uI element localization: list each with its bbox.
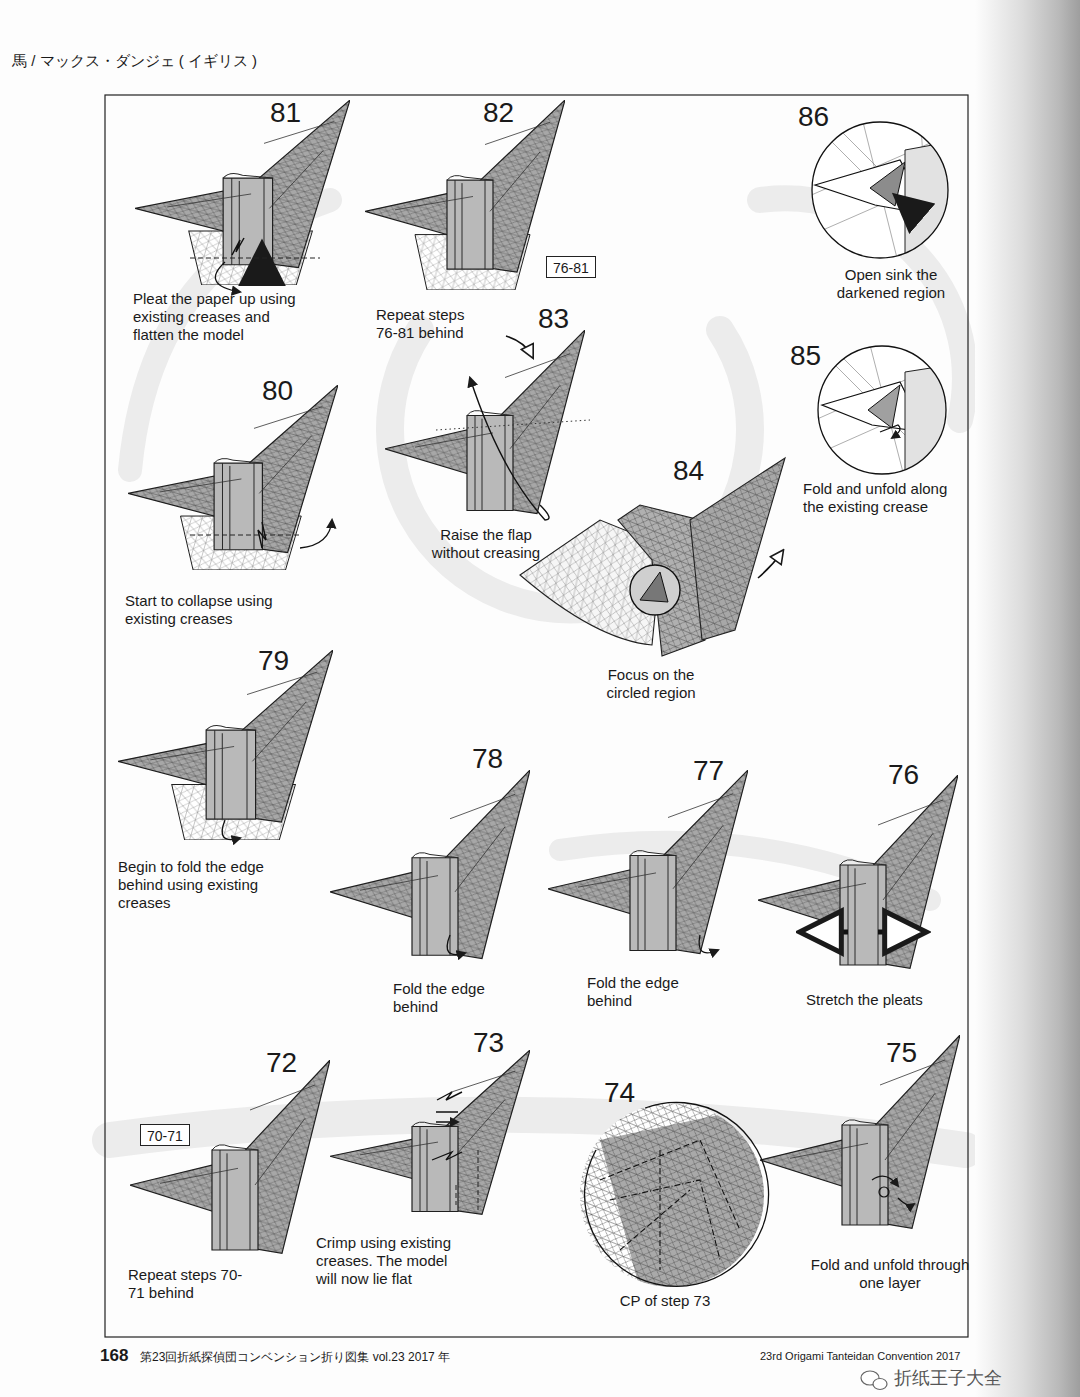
step-number: 83 — [538, 302, 578, 336]
step-number: 72 — [266, 1046, 306, 1080]
instruction-text: Fold and unfold along the existing creas… — [803, 480, 955, 516]
instruction-text: Fold the edge behind — [587, 974, 692, 1010]
step-number: 81 — [270, 96, 310, 130]
instruction-text: Pleat the paper up using existing crease… — [133, 290, 313, 344]
instruction-text: Raise the flap without creasing — [416, 526, 556, 562]
step-reference: 76-81 — [553, 260, 589, 276]
instruction-text: Stretch the pleats — [806, 991, 956, 1009]
step-number: 80 — [262, 374, 302, 408]
page-header: 馬 / マックス・ダンジェ ( イギリス ) — [12, 52, 332, 70]
step-number: 86 — [798, 100, 838, 134]
page-number: 168 — [100, 1346, 140, 1366]
step-reference: 70-71 — [147, 1128, 183, 1144]
step-number: 85 — [790, 339, 830, 373]
footer-text: 23rd Origami Tanteidan Convention 2017 — [760, 1350, 975, 1363]
instruction-text: Crimp using existing creases. The model … — [316, 1234, 466, 1288]
step-number: 73 — [473, 1026, 513, 1060]
step-number: 75 — [886, 1036, 926, 1070]
instruction-text: Start to collapse using existing creases — [125, 592, 310, 628]
footer-text: 第23回折紙探偵団コンベンション折り図集 vol.23 2017 年 — [140, 1350, 560, 1364]
instruction-text: Open sink the darkened region — [818, 266, 964, 302]
instruction-text: Fold the edge behind — [393, 980, 503, 1016]
instruction-text: Focus on the circled region — [586, 666, 716, 702]
step-reference-box: 70-71 — [140, 1124, 190, 1146]
cp-caption: CP of step 73 — [600, 1292, 730, 1310]
step-number: 77 — [693, 754, 733, 788]
step-number: 82 — [483, 96, 523, 130]
instruction-text: Repeat steps 70-71 behind — [128, 1266, 246, 1302]
watermark: 折纸王子大全 — [894, 1368, 1014, 1390]
step-number: 78 — [472, 742, 512, 776]
step-number: 84 — [673, 454, 713, 488]
instruction-text: Repeat steps 76-81 behind — [376, 306, 488, 342]
step-reference-box: 76-81 — [546, 256, 596, 278]
step-number: 76 — [888, 758, 928, 792]
step-number: 74 — [604, 1076, 644, 1110]
instruction-text: Begin to fold the edge behind using exis… — [118, 858, 308, 912]
instruction-text: Fold and unfold through one layer — [810, 1256, 970, 1292]
step-number: 79 — [258, 644, 298, 678]
